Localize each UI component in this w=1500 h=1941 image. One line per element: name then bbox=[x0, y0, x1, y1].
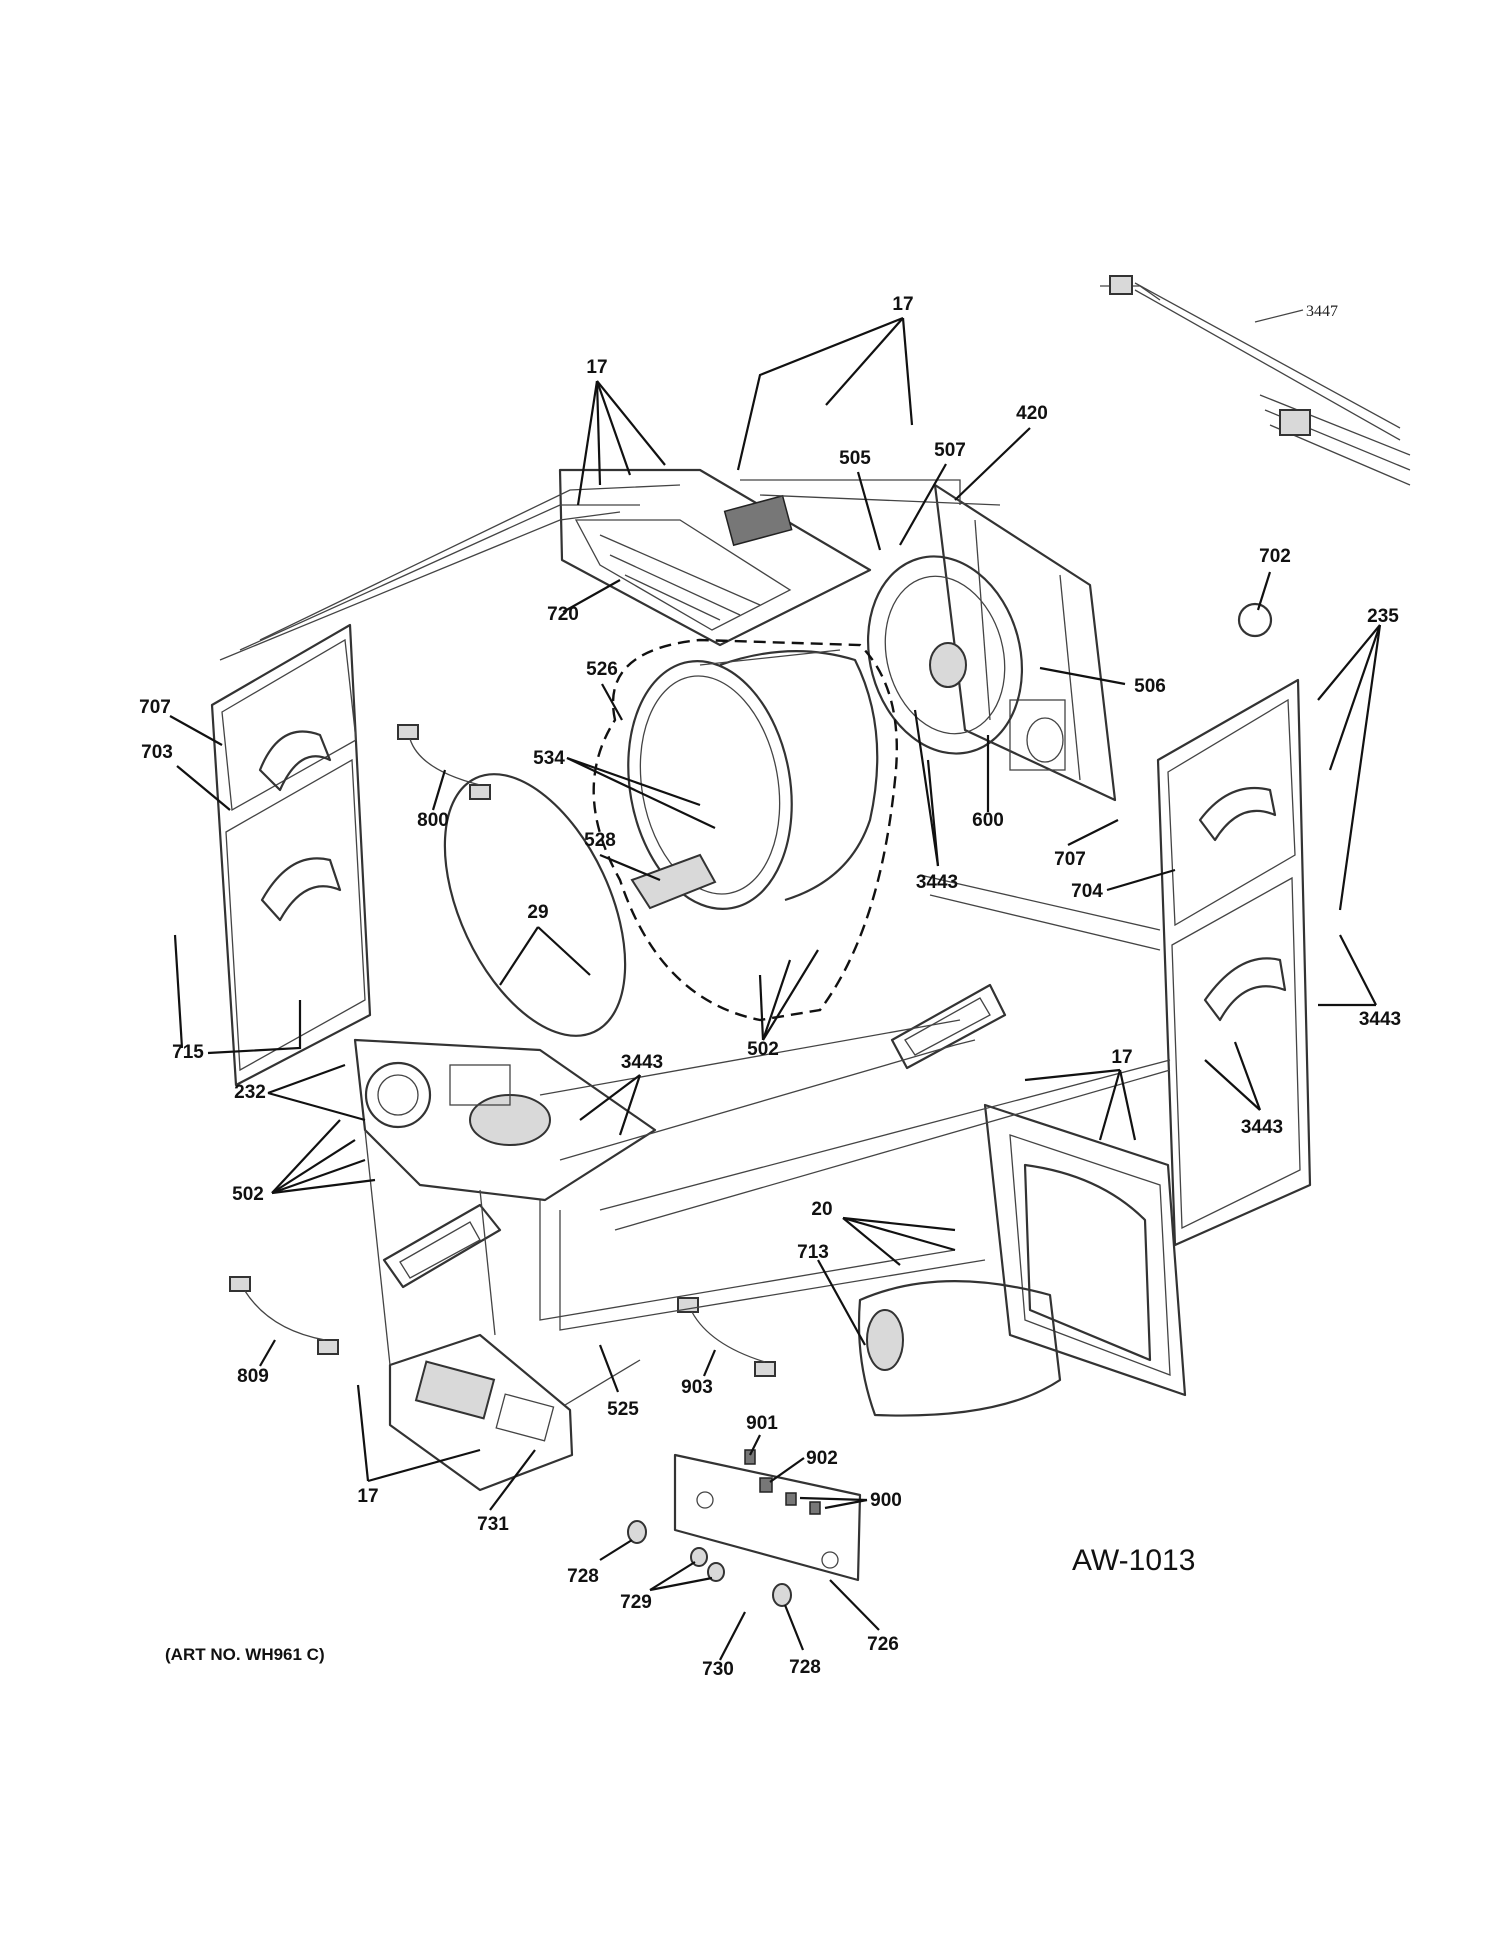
callout-labels: 17 17 3447 505 507 420 702 235 720 526 5… bbox=[139, 294, 1401, 1680]
callout-17-bottom-left: 17 bbox=[357, 1486, 378, 1507]
callout-715: 715 bbox=[172, 1042, 204, 1063]
callout-902: 902 bbox=[806, 1448, 838, 1469]
lint-duct bbox=[382, 1203, 502, 1289]
callout-730: 730 bbox=[702, 1659, 734, 1680]
callout-17-upper-left: 17 bbox=[586, 357, 607, 378]
base-blower-232 bbox=[353, 1038, 657, 1202]
callout-534: 534 bbox=[533, 748, 565, 769]
callout-809: 809 bbox=[237, 1366, 269, 1387]
callout-729: 729 bbox=[620, 1592, 652, 1613]
callout-903: 903 bbox=[681, 1377, 713, 1398]
door-713 bbox=[857, 1280, 1062, 1417]
leader-lines bbox=[169, 309, 1382, 1661]
callout-232: 232 bbox=[234, 1082, 266, 1103]
callout-731: 731 bbox=[477, 1514, 509, 1535]
top-panel-720 bbox=[558, 468, 872, 647]
callout-29: 29 bbox=[527, 902, 548, 923]
small-part-702 bbox=[1237, 602, 1273, 638]
knob-729 bbox=[690, 1547, 725, 1582]
switches-900 bbox=[744, 1449, 821, 1515]
wire-harness-903 bbox=[677, 1297, 776, 1377]
callout-713: 713 bbox=[797, 1242, 829, 1263]
right-side-panel-704 bbox=[1156, 678, 1312, 1247]
baffle-528 bbox=[630, 853, 717, 910]
drum-front-29 bbox=[443, 773, 627, 1037]
callout-707-left: 707 bbox=[139, 697, 171, 718]
callout-235: 235 bbox=[1367, 606, 1399, 627]
callout-528: 528 bbox=[584, 830, 616, 851]
callout-502-left: 502 bbox=[232, 1184, 264, 1205]
knob-728-a bbox=[627, 1520, 647, 1544]
wire-harness-800 bbox=[397, 724, 491, 800]
callout-900: 900 bbox=[870, 1490, 902, 1511]
heater-element-3447 bbox=[1100, 275, 1411, 486]
drum-rear-seal-506 bbox=[866, 555, 1024, 755]
callout-420: 420 bbox=[1016, 403, 1048, 424]
control-board-731 bbox=[388, 1333, 574, 1492]
callout-901: 901 bbox=[746, 1413, 778, 1434]
art-number: (ART NO. WH961 C) bbox=[165, 1645, 325, 1664]
callout-703: 703 bbox=[141, 742, 173, 763]
front-panel bbox=[983, 1103, 1187, 1397]
drum-526 bbox=[592, 638, 898, 1022]
callout-800: 800 bbox=[417, 810, 449, 831]
callout-20: 20 bbox=[811, 1199, 832, 1220]
callout-726: 726 bbox=[867, 1634, 899, 1655]
knob-728-b bbox=[772, 1583, 792, 1607]
callout-525: 525 bbox=[607, 1399, 639, 1420]
callout-3443-right-lower: 3443 bbox=[1241, 1117, 1283, 1138]
callout-526: 526 bbox=[586, 659, 618, 680]
callout-17-top: 17 bbox=[892, 294, 913, 315]
left-side-panel-703 bbox=[210, 623, 372, 1087]
callout-3443-center: 3443 bbox=[916, 872, 958, 893]
control-console-726 bbox=[673, 1453, 862, 1582]
air-duct-right bbox=[890, 983, 1007, 1070]
callout-702: 702 bbox=[1259, 546, 1291, 567]
diagram-code: AW-1013 bbox=[1072, 1544, 1195, 1577]
assembly-guide-lines bbox=[219, 479, 1171, 1406]
callout-704: 704 bbox=[1071, 881, 1103, 902]
callout-720: 720 bbox=[547, 604, 579, 625]
wire-harness-809 bbox=[229, 1276, 339, 1355]
callout-728-right: 728 bbox=[789, 1657, 821, 1678]
callout-728-left: 728 bbox=[567, 1566, 599, 1587]
callout-506: 506 bbox=[1134, 676, 1166, 697]
callout-17-front: 17 bbox=[1111, 1047, 1132, 1068]
callout-3447: 3447 bbox=[1306, 303, 1338, 320]
callout-502-center: 502 bbox=[747, 1039, 779, 1060]
callout-505: 505 bbox=[839, 448, 871, 469]
callout-507: 507 bbox=[934, 440, 966, 461]
callout-707-right: 707 bbox=[1054, 849, 1086, 870]
callout-3443-right-upper: 3443 bbox=[1359, 1009, 1401, 1030]
callout-3443-center-low: 3443 bbox=[621, 1052, 663, 1073]
callout-600: 600 bbox=[972, 810, 1004, 831]
